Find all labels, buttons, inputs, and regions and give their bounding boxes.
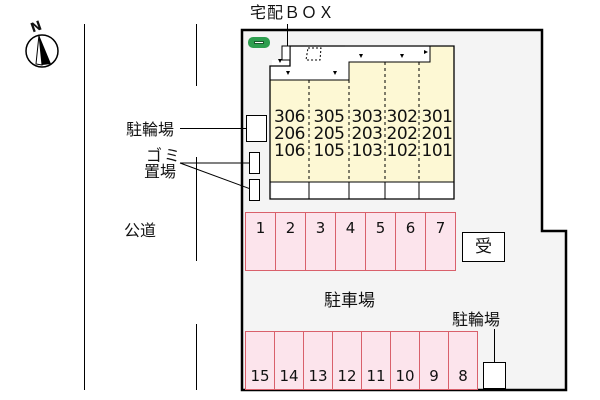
delivery-box-leader xyxy=(287,24,288,48)
road-edge-left xyxy=(84,24,85,212)
bicycle-parking-label-right: 駐輪場 xyxy=(452,310,501,329)
unit-number: 303 xyxy=(351,107,383,127)
bicycle-parking-right-leader xyxy=(494,329,495,369)
parking-space: 15 xyxy=(245,331,275,390)
unit-number: 106 xyxy=(274,141,305,161)
unit-number: 205 xyxy=(313,124,345,144)
unit-number: 105 xyxy=(313,141,345,161)
parking-space: 11 xyxy=(361,331,391,390)
unit-column: 303 203 103 xyxy=(349,109,385,160)
building-outline xyxy=(269,45,455,200)
parking-lot-label: 駐車場 xyxy=(324,291,375,311)
unit-number: 206 xyxy=(274,124,305,144)
parking-space: 7 xyxy=(425,212,456,271)
unit-column: 302 202 102 xyxy=(385,109,419,160)
parking-row-bottom: 15 14 13 12 11 10 9 8 xyxy=(245,331,481,390)
parking-space: 5 xyxy=(365,212,396,271)
public-road-label: 公道 xyxy=(124,221,157,240)
parking-space: 9 xyxy=(419,331,449,390)
unit-number: 102 xyxy=(386,141,418,161)
unit-number: 101 xyxy=(421,141,453,161)
road-centerline-lower xyxy=(196,324,197,390)
parking-space: 1 xyxy=(245,212,276,271)
unit-number: 301 xyxy=(421,107,453,127)
parking-space: 2 xyxy=(275,212,306,271)
unit-column: 306 206 106 xyxy=(270,109,309,160)
unit-number: 103 xyxy=(351,141,383,161)
unit-number: 201 xyxy=(421,124,453,144)
north-arrow-icon xyxy=(25,34,59,68)
parking-space: 4 xyxy=(335,212,366,271)
parking-row-top: 1 2 3 4 5 6 7 xyxy=(245,212,456,271)
parking-space: 14 xyxy=(274,331,304,390)
unit-number: 306 xyxy=(274,107,305,127)
bicycle-parking-left xyxy=(246,115,267,142)
garbage-area-1 xyxy=(249,152,260,174)
reception-label: 受 xyxy=(475,237,492,257)
building-units: 306 206 106 305 205 105 303 203 103 302 … xyxy=(270,109,456,163)
unit-number: 302 xyxy=(386,107,418,127)
parking-space: 13 xyxy=(303,331,333,390)
parking-space: 10 xyxy=(390,331,420,390)
bicycle-parking-leader xyxy=(180,128,258,129)
bicycle-parking-label-left: 駐輪場 xyxy=(126,120,175,139)
garbage-label-line1: ゴミ xyxy=(146,146,183,165)
parking-space: 12 xyxy=(332,331,362,390)
reception-box: 受 xyxy=(462,232,505,262)
parking-space: 3 xyxy=(305,212,336,271)
parking-space: 6 xyxy=(395,212,426,271)
road-centerline-upper xyxy=(196,24,197,86)
site-sign-icon xyxy=(248,37,270,48)
parking-space: 8 xyxy=(448,331,478,390)
delivery-box-label: 宅配ＢＯＸ xyxy=(250,3,336,22)
bicycle-parking-right xyxy=(483,362,506,389)
garbage-leaders xyxy=(179,162,257,192)
road-edge-left-lower xyxy=(84,200,85,390)
unit-number: 203 xyxy=(351,124,383,144)
garbage-area-2 xyxy=(249,179,260,201)
compass: N xyxy=(22,19,62,70)
unit-column: 301 201 101 xyxy=(419,109,455,160)
garbage-label-line2: 置場 xyxy=(144,162,177,181)
road-centerline-middle xyxy=(196,157,197,261)
unit-column: 305 205 105 xyxy=(309,109,349,160)
unit-number: 305 xyxy=(313,107,345,127)
unit-number: 202 xyxy=(386,124,418,144)
